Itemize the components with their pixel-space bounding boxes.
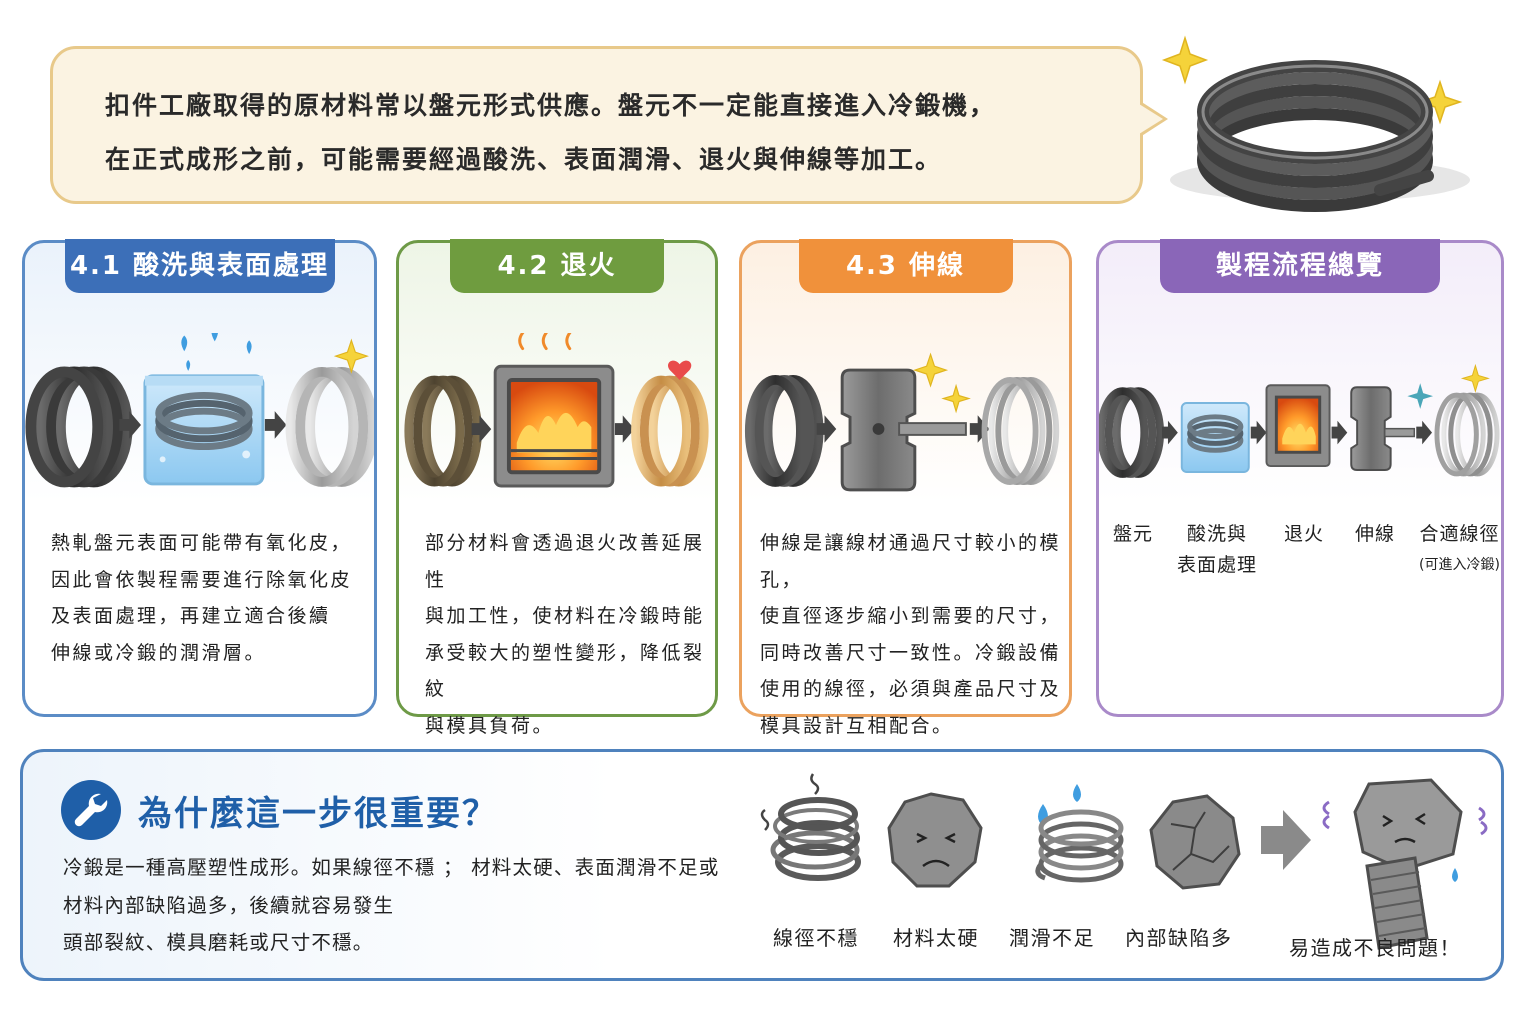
intro-line-1: 扣件工廠取得的原材料常以盤元形式供應。盤元不一定能直接進入冷鍛機， xyxy=(105,91,997,120)
section-annealing-card: 4.2 退火 部分材料會透過退火改善延展性 與加工性，使材料在冷鍛時能 xyxy=(396,239,718,737)
sparkle-icon xyxy=(1417,79,1463,125)
arrow-right-icon xyxy=(1250,420,1267,445)
process-overview-card: 製程流程總覽 xyxy=(1096,239,1504,717)
raw-coil-icon xyxy=(404,375,482,487)
body-line: 頭部裂紋、模具磨耗或尺寸不穩。 xyxy=(63,931,374,954)
arrow-right-icon xyxy=(1261,810,1311,870)
body-line: 及表面處理，再建立適合後續 xyxy=(51,605,331,627)
problem-label: 潤滑不足 xyxy=(1009,926,1095,950)
acid-tank-icon xyxy=(143,333,265,486)
thin-coil-icon xyxy=(981,376,1060,485)
wire-coil-hero-icon xyxy=(1161,35,1470,212)
overview-step-label: 退火 xyxy=(1284,523,1325,545)
furnace-icon xyxy=(1265,384,1331,468)
body-line: 與模具負荷。 xyxy=(425,714,555,737)
body-line: 同時改善尺寸一致性。冷鍛設備 xyxy=(760,641,1062,664)
annealing-illustration xyxy=(404,333,709,488)
body-line: 模具設計互相配合。 xyxy=(760,714,954,737)
defect-illustration xyxy=(760,773,1488,950)
wire-drawing-illustration xyxy=(744,352,1060,492)
cracked-material-icon xyxy=(1149,794,1241,890)
intro-line-2: 在正式成形之前，可能需要經過酸洗、表面潤滑、退火與伸線等加工。 xyxy=(105,145,943,174)
body-line: 與加工性，使材料在冷鍛時能 xyxy=(425,605,705,627)
body-line: 熱軋盤元表面可能帶有氧化皮， xyxy=(51,532,353,554)
arrow-right-icon xyxy=(1162,420,1178,445)
problem-label: 內部缺陷多 xyxy=(1125,926,1233,950)
coil-icon xyxy=(1099,387,1165,478)
clean-coil-icon xyxy=(285,366,374,487)
arrow-right-icon xyxy=(119,411,142,439)
section-body: 伸線是讓線材通過尺寸較小的模孔， 使直徑逐步縮小到需要的尺寸， 同時改善尺寸一致… xyxy=(760,525,1069,744)
problem-label: 線徑不穩 xyxy=(773,926,859,950)
body-line: 因此會依製程需要進行除氧化皮 xyxy=(51,568,353,591)
section-title: 製程流程總覽 xyxy=(1160,239,1440,293)
sparkle-icon xyxy=(1161,35,1209,85)
arrow-right-icon xyxy=(1416,420,1433,445)
dry-coil-icon xyxy=(1035,784,1124,883)
section-title: 4.1 酸洗與表面處理 xyxy=(64,239,335,293)
thick-coil-icon xyxy=(744,374,824,487)
section-body: 部分材料會透過退火改善延展性 與加工性，使材料在冷鍛時能 承受較大的塑性變形，降… xyxy=(425,525,715,744)
body-line: 使直徑逐步縮小到需要的尺寸， xyxy=(760,605,1062,627)
overview-step-label: 酸洗與 表面處理 xyxy=(1177,523,1258,576)
section-title: 4.2 退火 xyxy=(450,239,664,293)
importance-title: 為什麼這一步很重要？ xyxy=(138,794,498,834)
section-pickling-card: 4.1 酸洗與表面處理 熱軋盤元 xyxy=(22,239,377,717)
furnace-icon xyxy=(493,333,615,488)
section-body: 熱軋盤元表面可能帶有氧化皮， 因此會依製程需要進行除氧化皮 及表面處理，再建立適… xyxy=(51,525,352,671)
process-flow-illustration xyxy=(1099,363,1500,478)
drawing-die-icon xyxy=(840,368,967,492)
body-line: 使用的線徑，必須與產品尺寸及 xyxy=(760,678,1062,700)
fine-coil-icon xyxy=(1434,392,1500,477)
overview-step-label: 盤元 xyxy=(1113,523,1154,545)
result-label: 易造成不良問題！ xyxy=(1289,936,1461,960)
body-line: 部分材料會透過退火改善延展性 xyxy=(425,532,705,591)
sparkle-icon xyxy=(912,352,949,388)
body-line: 承受較大的塑性變形，降低裂紋 xyxy=(425,641,705,701)
arrow-right-icon xyxy=(264,411,287,439)
sparkle-icon xyxy=(941,383,971,414)
arrow-right-icon xyxy=(614,415,635,443)
importance-body: 冷鍛是一種高壓塑性成形。如果線徑不穩 ； 材料太硬、表面潤滑不足或 材料內部缺陷… xyxy=(63,849,720,962)
arrow-right-icon xyxy=(816,415,837,443)
section-wire-drawing-card: 4.3 伸線 伸線是讓線材通過尺寸較小的模孔， 使直徑逐步縮小到需要的尺寸， 同… xyxy=(739,239,1072,737)
body-line: 伸線或冷鍛的潤滑層。 xyxy=(51,641,267,664)
dark-coil-icon xyxy=(25,366,133,488)
overview-step-label: 合適線徑 (可進入冷鍛) xyxy=(1419,523,1500,573)
problem-label: 材料太硬 xyxy=(893,926,979,950)
arrow-right-icon xyxy=(471,415,492,443)
unstable-wire-coil-icon xyxy=(760,773,861,881)
overview-step-label: 伸線 xyxy=(1355,523,1396,545)
arrow-right-icon xyxy=(969,415,990,443)
defective-bolt-face-icon xyxy=(1322,778,1488,950)
annealed-coil-icon xyxy=(631,375,709,487)
drawing-die-icon xyxy=(1350,386,1416,471)
wrench-icon xyxy=(61,780,121,840)
importance-panel: 為什麼這一步很重要？ 冷鍛是一種高壓塑性成形。如果線徑不穩 ； 材料太硬、表面潤… xyxy=(20,749,1504,981)
body-line: 材料內部缺陷過多，後續就容易發生 xyxy=(63,893,395,917)
sparkle-icon xyxy=(1460,363,1490,393)
arrow-right-icon xyxy=(1331,420,1348,445)
hard-material-face-icon xyxy=(887,792,983,888)
sparkle-icon xyxy=(1407,383,1434,409)
intro-callout: 扣件工廠取得的原材料常以盤元形式供應。盤元不一定能直接進入冷鍛機， 在正式成形之… xyxy=(50,46,1168,204)
sparkle-icon xyxy=(333,338,369,374)
acid-tank-icon xyxy=(1180,402,1250,473)
body-line: 伸線是讓線材通過尺寸較小的模孔， xyxy=(760,532,1062,591)
pickling-illustration xyxy=(25,333,374,488)
heart-icon xyxy=(668,360,692,380)
section-title: 4.3 伸線 xyxy=(798,239,1013,293)
body-line: 冷鍛是一種高壓塑性成形。如果線徑不穩 ； 材料太硬、表面潤滑不足或 xyxy=(63,856,720,879)
